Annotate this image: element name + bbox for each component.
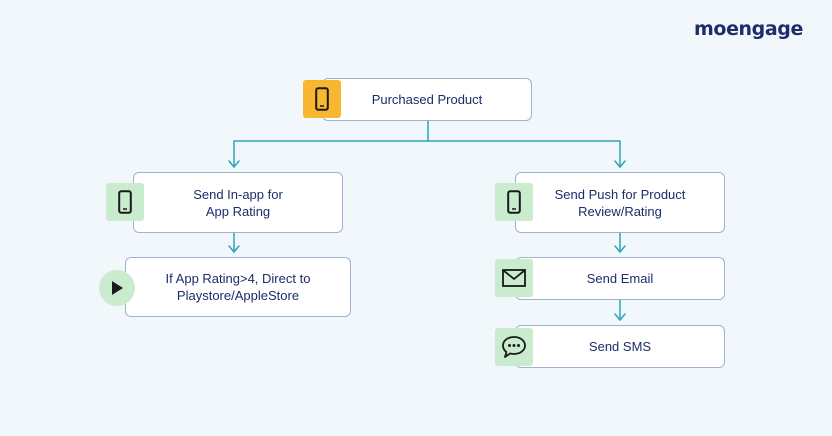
node-app-rating-redirect: If App Rating>4, Direct to Playstore/App… [125, 257, 351, 317]
node-label-line-1: Send In-app for [193, 186, 283, 202]
node-label-line-1: If App Rating>4, Direct to [165, 271, 311, 286]
node-send-inapp: Send In-app for App Rating [133, 172, 343, 233]
phone-icon [303, 80, 341, 118]
phone-icon [495, 183, 533, 221]
brand-logo: moengage [694, 18, 803, 40]
node-label-line-2: Review/Rating [578, 203, 662, 219]
node-send-push: Send Push for Product Review/Rating [515, 172, 725, 233]
phone-icon [106, 183, 144, 221]
node-label-line-2: App Rating [205, 203, 271, 219]
node-label: Purchased Product [371, 92, 483, 107]
node-label: Send SMS [588, 339, 652, 354]
envelope-icon [495, 259, 533, 297]
node-send-email: Send Email [515, 257, 725, 300]
chat-bubble-icon [495, 328, 533, 366]
node-label-line-1: Send Push for Product [554, 186, 686, 202]
node-purchased-product: Purchased Product [322, 78, 532, 121]
node-label-line-2: Playstore/AppleStore [176, 288, 300, 303]
node-send-sms: Send SMS [515, 325, 725, 368]
node-label: Send Email [586, 271, 654, 286]
play-icon [99, 270, 135, 306]
